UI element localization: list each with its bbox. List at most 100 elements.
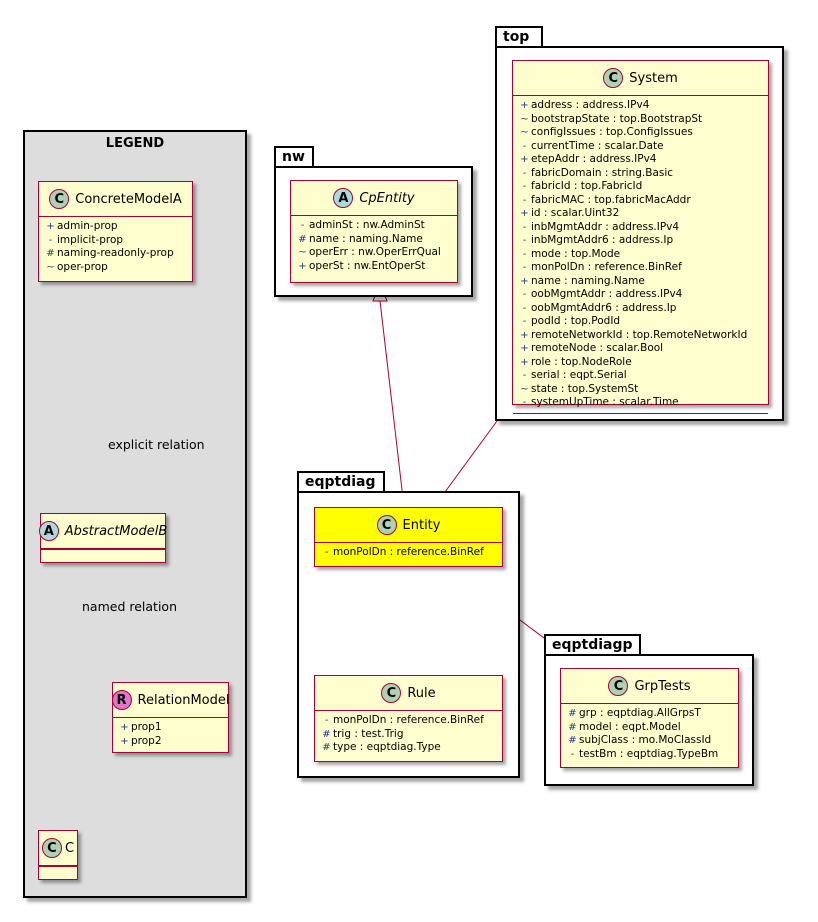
attribute: -inbMgmtAddr : address.IPv4	[519, 221, 768, 235]
class-concrete-model-a: C ConcreteModelA +admin-prop -implicit-p…	[38, 181, 193, 282]
attribute-list: +prop1 +prop2	[113, 718, 228, 751]
visibility-icon: +	[520, 154, 529, 165]
attribute: #trig : test.Trig	[322, 727, 404, 740]
class-name: CpEntity	[359, 190, 415, 206]
class-name: C	[64, 840, 75, 856]
visibility-icon: -	[522, 248, 527, 260]
visibility-icon: +	[298, 260, 307, 272]
attribute: -mode : top.Mode	[519, 248, 768, 262]
visibility-icon: ~	[298, 247, 307, 258]
attribute: +operSt : nw.EntOperSt	[298, 259, 426, 272]
visibility-icon: -	[522, 167, 527, 179]
visibility-icon: ~	[520, 383, 529, 395]
class-stereotype-icon: C	[381, 683, 402, 703]
visibility-icon: -	[324, 547, 329, 558]
package-tab-nw: nw	[274, 146, 314, 168]
visibility-icon: +	[120, 735, 129, 747]
attribute-list: -monPolDn : reference.BinRef	[315, 543, 502, 563]
attribute-list: +address : address.IPv4~bootstrapState :…	[513, 96, 768, 413]
attribute: ~configIssues : top.ConfigIssues	[520, 126, 693, 138]
visibility-icon: -	[522, 289, 527, 300]
class-stereotype-icon: C	[376, 515, 397, 535]
attribute: +prop1	[120, 721, 162, 733]
visibility-icon: -	[522, 140, 527, 152]
named-relation-label: named relation	[82, 599, 177, 614]
visibility-icon: -	[522, 262, 527, 273]
attribute: ~state : top.SystemSt	[520, 382, 639, 395]
attribute: -inbMgmtAddr6 : address.Ip	[519, 234, 768, 248]
visibility-icon: ~	[520, 127, 529, 138]
attribute-list: #grp : eqptdiag.AllGrpsT#model : eqpt.Mo…	[561, 704, 738, 764]
class-name: Rule	[407, 685, 436, 701]
visibility-icon: +	[520, 275, 529, 287]
class-system: C System +address : address.IPv4~bootstr…	[512, 60, 769, 414]
visibility-icon: +	[46, 221, 55, 232]
attribute-list: -adminSt : nw.AdminSt#name : naming.Name…	[291, 216, 457, 276]
attribute: #type : eqptdiag.Type	[322, 741, 441, 753]
visibility-icon: +	[520, 343, 529, 354]
attribute: -oobMgmtAddr : address.IPv4	[519, 288, 768, 302]
attribute: -monPolDn : reference.BinRef	[519, 261, 768, 275]
package-tab-top: top	[495, 26, 543, 48]
abstract-stereotype-icon: A	[38, 521, 59, 541]
legend-title: LEGEND	[105, 136, 165, 151]
system-entity-line	[433, 405, 509, 508]
attribute: -implicit-prop	[45, 234, 192, 248]
class-name: GrpTests	[634, 678, 691, 694]
class-stereotype-icon: C	[49, 189, 70, 209]
attribute: -fabricDomain : string.Basic	[519, 167, 768, 181]
visibility-icon: +	[520, 208, 529, 219]
visibility-icon: +	[520, 356, 529, 368]
attribute: -adminSt : nw.AdminSt	[297, 219, 457, 233]
visibility-icon: #	[298, 233, 307, 245]
inheritance-line	[379, 300, 405, 508]
visibility-icon: -	[300, 220, 305, 231]
attribute: #name : naming.Name	[298, 232, 423, 245]
class-stereotype-icon: C	[608, 676, 629, 696]
relation-stereotype-icon: R	[111, 690, 132, 710]
package-tab-eqptdiag: eqptdiag	[297, 471, 385, 493]
visibility-icon: ~	[520, 113, 529, 125]
visibility-icon: -	[522, 221, 527, 233]
class-abstract-model-b: A AbstractModelB	[38, 513, 167, 563]
visibility-icon: #	[322, 728, 331, 740]
package-tab-eqptdiagp: eqptdiagp	[544, 634, 641, 656]
visibility-icon: +	[520, 100, 529, 111]
visibility-icon: -	[522, 235, 527, 246]
attribute: +remoteNetworkId : top.RemoteNetworkId	[520, 328, 748, 341]
attribute: -podId : top.PodId	[519, 315, 768, 329]
visibility-icon: -	[522, 397, 527, 408]
visibility-icon: #	[322, 742, 331, 753]
class-name: System	[629, 70, 678, 86]
explicit-relation-label: explicit relation	[108, 437, 205, 452]
attribute: +name : naming.Name	[520, 274, 645, 287]
class-name: Entity	[402, 517, 441, 533]
class-name: RelationModel	[137, 692, 230, 708]
attribute: ~oper-prop	[46, 260, 108, 273]
attribute: -fabricId : top.FabricId	[519, 180, 768, 194]
attribute: +address : address.IPv4	[520, 99, 650, 111]
visibility-icon: -	[522, 194, 527, 206]
class-grptests: C GrpTests #grp : eqptdiag.AllGrpsT#mode…	[560, 668, 739, 768]
visibility-icon: +	[520, 329, 529, 341]
abstract-stereotype-icon: A	[333, 188, 354, 208]
visibility-icon: +	[120, 722, 129, 733]
attribute: -monPolDn : reference.BinRef	[321, 714, 502, 728]
visibility-icon: #	[568, 735, 577, 746]
visibility-icon: -	[522, 370, 527, 381]
attribute: +remoteNode : scalar.Bool	[520, 342, 664, 354]
attribute: -serial : eqpt.Serial	[519, 369, 768, 383]
class-stereotype-icon: C	[41, 838, 62, 858]
visibility-icon: -	[324, 715, 329, 726]
visibility-icon: -	[522, 302, 527, 314]
class-name: ConcreteModelA	[75, 191, 182, 207]
attribute: +prop2	[120, 734, 162, 747]
visibility-icon: #	[568, 721, 577, 733]
attribute: ~bootstrapState : top.BootstrapSt	[520, 112, 703, 125]
attribute: -systemUpTime : scalar.Time	[519, 396, 768, 410]
class-entity: C Entity -monPolDn : reference.BinRef	[314, 507, 503, 567]
attribute: -monPolDn : reference.BinRef	[321, 546, 502, 560]
attribute: +admin-prop	[46, 220, 118, 232]
visibility-icon: -	[570, 748, 575, 760]
